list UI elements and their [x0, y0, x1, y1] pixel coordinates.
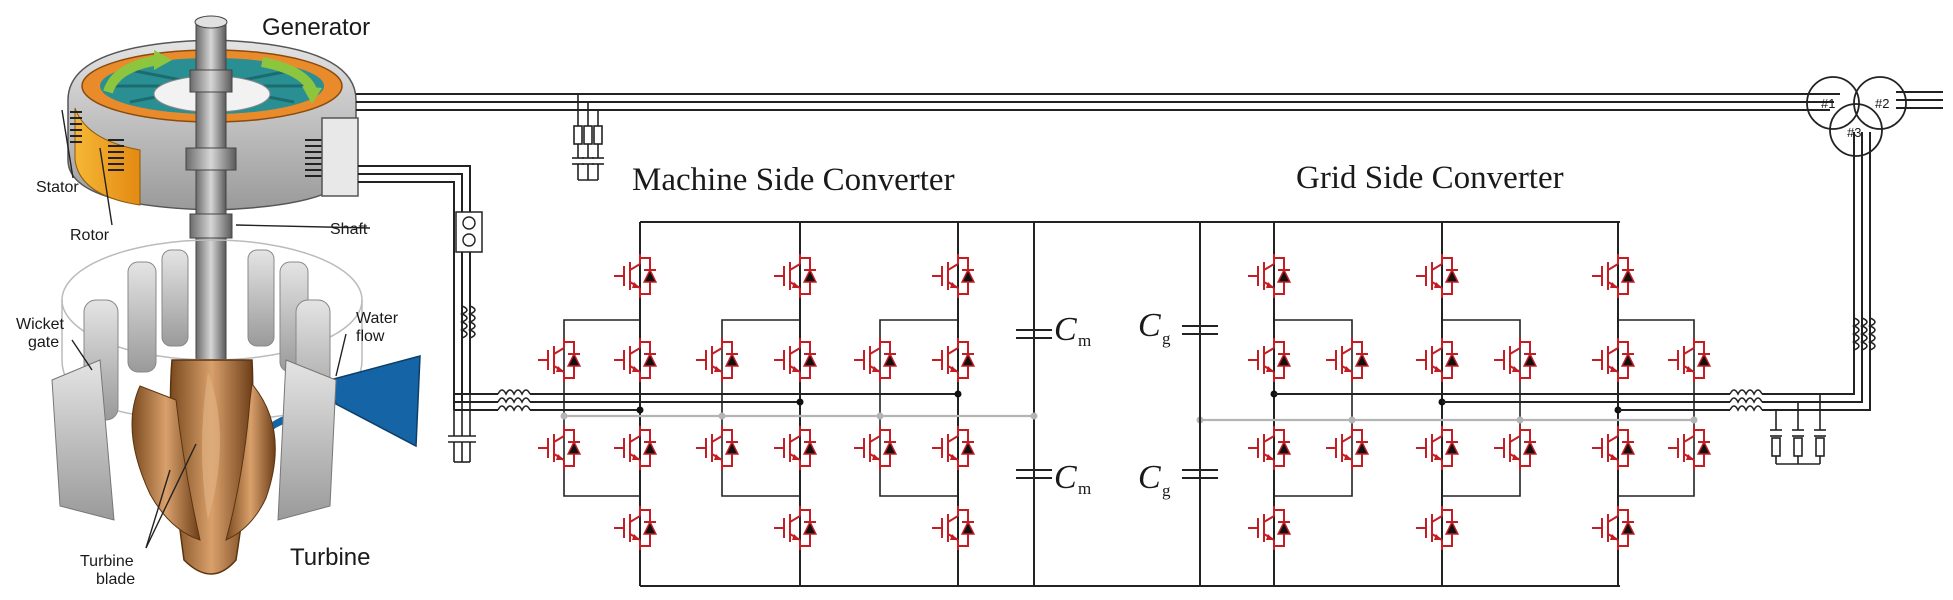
grid-side-filter-inductors: [1729, 389, 1763, 412]
igbt-switch-1: [614, 254, 658, 298]
power-wiring: [356, 91, 1943, 587]
cap-g-upper-sub: g: [1162, 329, 1171, 348]
igbt-switch-34: [1494, 426, 1538, 470]
igbt-switch-9: [932, 254, 976, 298]
igbt-switch-15: [1248, 426, 1292, 470]
igbt-switch-7: [774, 426, 818, 470]
rotor-lead-inductor: [459, 305, 476, 339]
igbt-switch-13: [1248, 254, 1292, 298]
cap-g-lower-letter: C: [1138, 459, 1161, 496]
cap-m-upper-sub: m: [1078, 331, 1091, 350]
igbt-switch-29: [854, 338, 898, 382]
rotor-capacitors: [448, 394, 476, 463]
hydro-generator-illustration: [51, 15, 421, 575]
cap-m-upper-label: C m: [1054, 311, 1091, 350]
igbt-switch-33: [1494, 338, 1538, 382]
igbt-switch-36: [1668, 426, 1712, 470]
igbt-switch-23: [1592, 426, 1636, 470]
igbt-switch-24: [1592, 506, 1636, 550]
igbt-switch-19: [1416, 426, 1460, 470]
igbt-switch-3: [614, 426, 658, 470]
igbt-switch-5: [774, 254, 818, 298]
igbt-switch-28: [696, 426, 740, 470]
transformer-label-3: #3: [1847, 125, 1861, 140]
shaft-label: Shaft: [330, 221, 368, 238]
igbt-switch-14: [1248, 338, 1292, 382]
cap-g-lower-label: C g: [1138, 459, 1171, 500]
igbt-switch-16: [1248, 506, 1292, 550]
igbt-switch-6: [774, 338, 818, 382]
igbt-switch-8: [774, 506, 818, 550]
igbt-switch-26: [538, 426, 582, 470]
transformer-winding-3: [1829, 103, 1883, 157]
igbt-switch-17: [1416, 254, 1460, 298]
current-sensor: [455, 211, 483, 253]
igbt-switch-2: [614, 338, 658, 382]
rotor-label: Rotor: [70, 227, 110, 244]
wicket-gate-housing: [61, 239, 363, 421]
igbt-switch-11: [932, 426, 976, 470]
igbt-switch-array: [538, 254, 1712, 550]
water-flow-inlet: [329, 355, 421, 448]
grid-lead-inductor: [1851, 317, 1876, 351]
turbine-label: Turbine: [290, 544, 370, 571]
igbt-switch-25: [538, 338, 582, 382]
igbt-switch-31: [1326, 338, 1370, 382]
stator-label: Stator: [36, 179, 79, 196]
machine-side-filter-inductors: [497, 389, 531, 412]
transformer-winding-1: [1806, 76, 1860, 130]
turbine-runner: [51, 359, 337, 575]
transformer-winding-2: [1853, 76, 1907, 130]
igbt-switch-27: [696, 338, 740, 382]
cap-m-lower-sub: m: [1078, 479, 1091, 498]
transformer-label-2: #2: [1875, 96, 1889, 111]
turbine-blade-label-line2: blade: [96, 571, 135, 588]
cap-g-upper-letter: C: [1138, 307, 1161, 344]
igbt-switch-30: [854, 426, 898, 470]
cap-g-upper-label: C g: [1138, 307, 1171, 348]
igbt-switch-18: [1416, 338, 1460, 382]
grid-rc-filter: [1770, 394, 1826, 465]
generator-label: Generator: [262, 14, 370, 41]
machine-side-converter-title: Machine Side Converter: [632, 162, 955, 198]
water-flow-label-line2: flow: [356, 328, 385, 345]
wicket-gate-label-line2: gate: [28, 334, 59, 351]
grid-side-converter-title: Grid Side Converter: [1296, 160, 1564, 196]
wicket-gate-label-line1: Wicket: [16, 316, 65, 333]
dc-link-capacitors: [1016, 222, 1218, 479]
cap-m-lower-label: C m: [1054, 459, 1091, 498]
stator-filter: [572, 94, 604, 181]
igbt-switch-35: [1668, 338, 1712, 382]
igbt-switch-20: [1416, 506, 1460, 550]
igbt-switch-4: [614, 506, 658, 550]
igbt-switch-21: [1592, 254, 1636, 298]
cap-g-lower-sub: g: [1162, 481, 1171, 500]
transformer-label-1: #1: [1821, 96, 1835, 111]
water-flow-label-line1: Water: [356, 310, 399, 327]
cap-m-lower-letter: C: [1054, 459, 1077, 496]
three-winding-transformer: #1 #2 #3: [1806, 76, 1907, 157]
igbt-switch-12: [932, 506, 976, 550]
igbt-switch-10: [932, 338, 976, 382]
cap-m-upper-letter: C: [1054, 311, 1077, 348]
igbt-switch-22: [1592, 338, 1636, 382]
turbine-blade-label-line1: Turbine: [80, 553, 134, 570]
igbt-switch-32: [1326, 426, 1370, 470]
